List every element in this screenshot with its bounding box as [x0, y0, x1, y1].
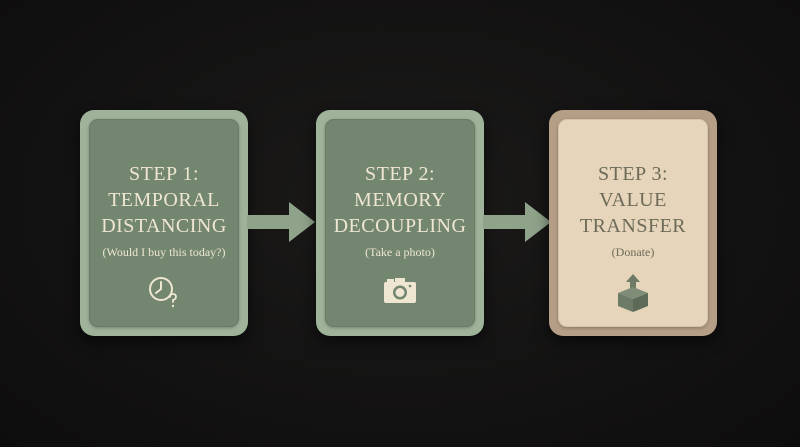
clock-question-icon [146, 273, 182, 314]
step-3-title-line-1: Step 3: [598, 163, 668, 185]
step-3-subtitle: (Donate) [611, 245, 655, 259]
step-1-title-line-3: Distancing [101, 215, 227, 237]
step-3-title-line-3: Transfer [579, 215, 687, 237]
step-1-card: Step 1: Temporal Distancing (Would I buy… [80, 110, 248, 336]
step-2-title-line-2: Memory [354, 189, 446, 211]
step-3-title-line-2: Value [599, 189, 667, 211]
step-1-title-line-2: Temporal [108, 189, 220, 211]
arrow-right-icon [247, 198, 317, 251]
step-3-title: Step 3: Value Transfer [580, 161, 686, 239]
step-2-card-body: Step 2: Memory Decoupling (Take a photo) [325, 119, 475, 327]
step-1-title-line-1: Step 1: [129, 163, 199, 185]
step-1-title: Step 1: Temporal Distancing [101, 161, 227, 239]
step-2-title: Step 2: Memory Decoupling [334, 161, 467, 239]
step-2-title-line-3: Decoupling [333, 215, 467, 237]
step-2-subtitle: (Take a photo) [365, 245, 435, 259]
camera-icon [382, 273, 418, 314]
box-upload-icon [614, 273, 652, 318]
step-3-card: Step 3: Value Transfer (Donate) [549, 110, 717, 336]
step-3-card-body: Step 3: Value Transfer (Donate) [558, 119, 708, 327]
step-2-title-line-1: Step 2: [365, 163, 435, 185]
step-2-card: Step 2: Memory Decoupling (Take a photo) [316, 110, 484, 336]
arrow-right-icon [483, 198, 553, 251]
step-1-subtitle: (Would I buy this today?) [102, 245, 226, 259]
step-1-card-body: Step 1: Temporal Distancing (Would I buy… [89, 119, 239, 327]
